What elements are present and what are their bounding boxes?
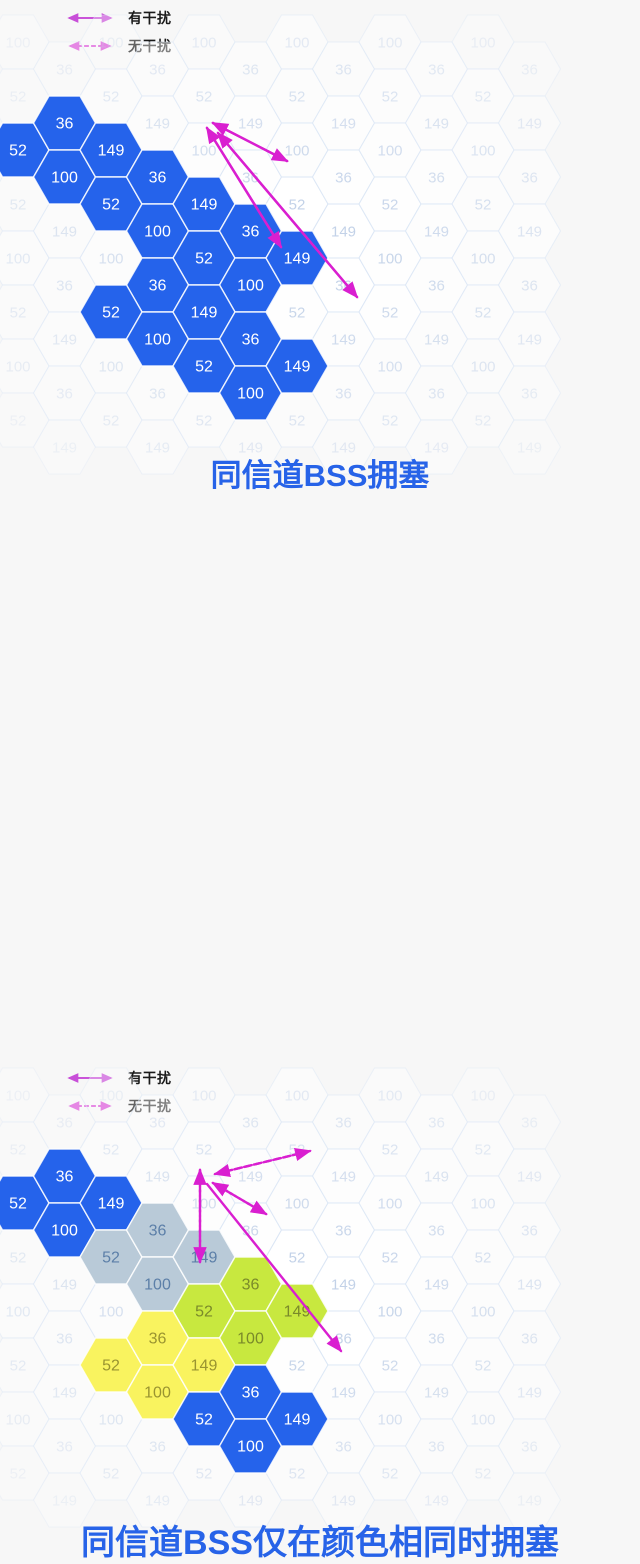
arrow-solid (211, 121, 289, 163)
caption-top: 同信道BSS拥塞 (210, 458, 430, 493)
arrow-layer (205, 121, 359, 299)
solid-double-arrow-icon (67, 13, 113, 23)
hex-cell-empty (497, 41, 562, 97)
legend-row-interference: 有干扰 (62, 4, 242, 32)
hex-cell-empty (497, 365, 562, 421)
arrow-solid (216, 131, 359, 299)
legend-label-no-interference: 无干扰 (128, 38, 172, 54)
legend-row-no-interference: 无干扰 (62, 32, 242, 60)
hex-cell-blue[interactable] (265, 338, 329, 394)
hex-cell-empty (497, 419, 562, 475)
hex-cell-empty (404, 419, 469, 475)
hex-cell-empty (32, 419, 97, 475)
hex-cell-empty (451, 392, 515, 448)
caption-bottom: 同信道BSS仅在颜色相同时拥塞 (81, 1524, 559, 1562)
hex-cell-empty (497, 311, 562, 367)
legend-label-interference: 有干扰 (128, 10, 172, 26)
hex-cell-empty (0, 14, 50, 70)
hex-cell-empty (0, 392, 50, 448)
legend-top: 有干扰 无干扰 (62, 4, 242, 60)
